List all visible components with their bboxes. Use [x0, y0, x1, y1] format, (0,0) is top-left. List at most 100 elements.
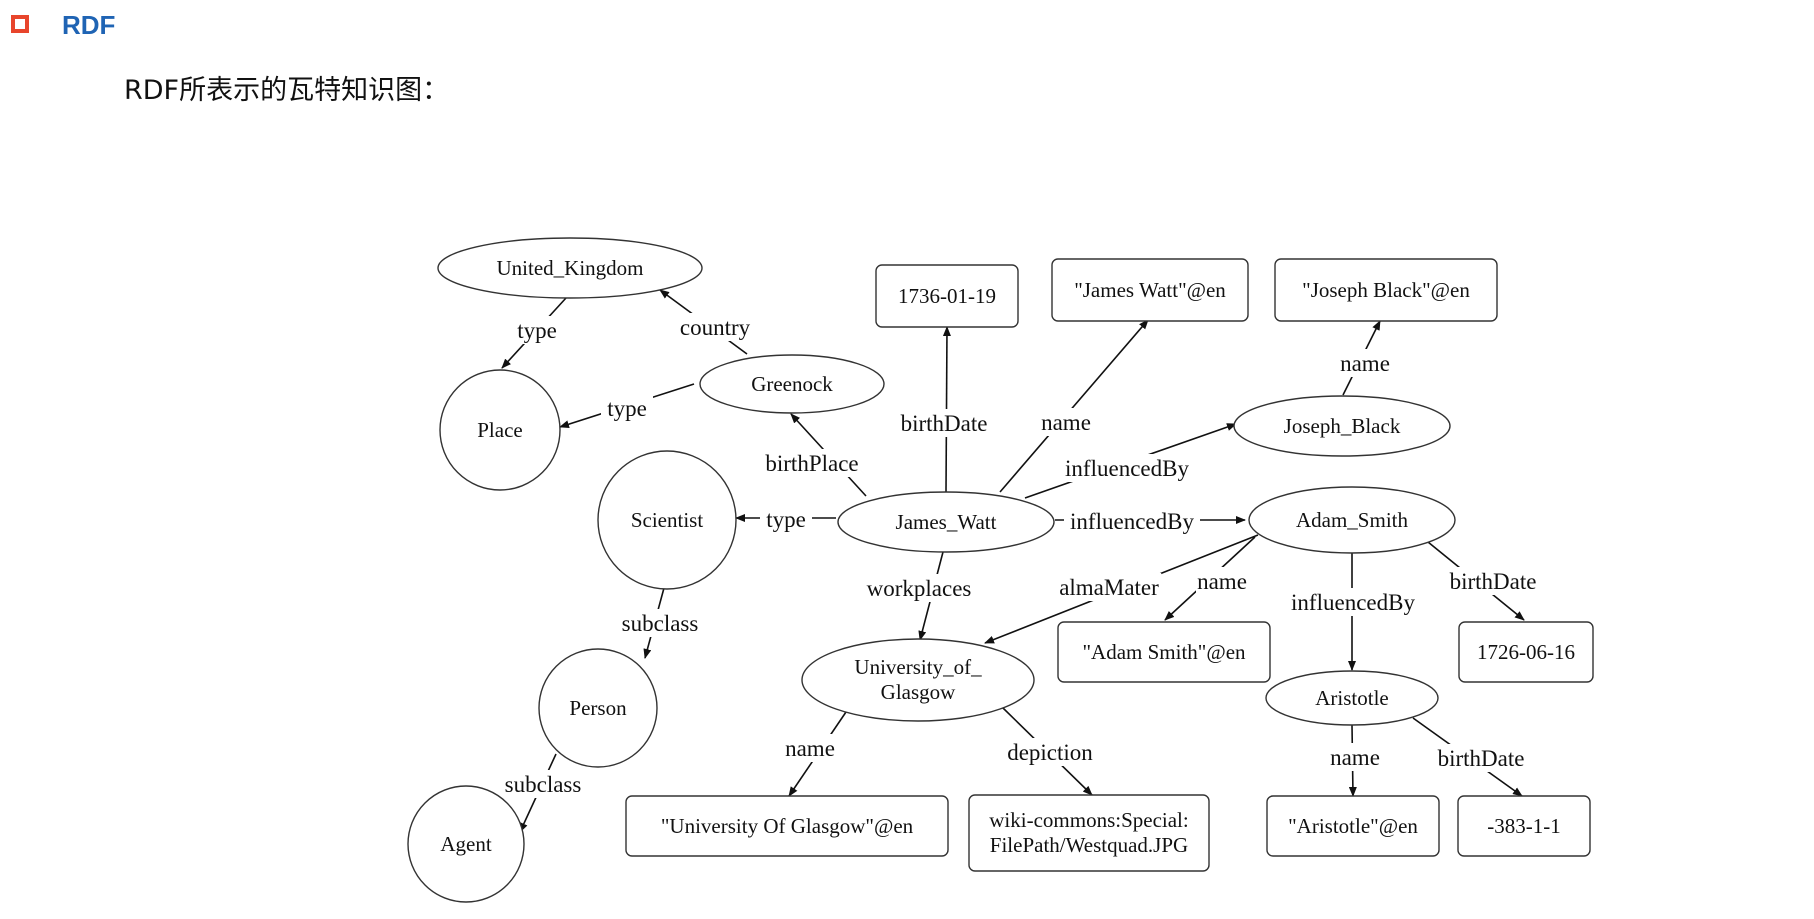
node-label: Aristotle: [1315, 686, 1389, 710]
edge-united_kingdom-to-place: type: [501, 297, 567, 369]
node-box: [1051, 258, 1249, 322]
node-box: [1274, 258, 1498, 322]
node-person: Person: [538, 648, 658, 768]
node-adam-smith: Adam_Smith: [1248, 486, 1456, 554]
edge-label: type: [766, 507, 806, 532]
edge-label-background: [891, 409, 997, 437]
edge-label-background: [1428, 744, 1534, 772]
node-label: -383-1-1: [1487, 814, 1560, 838]
section-title: RDF: [62, 10, 116, 40]
edge-adam_smith-to-glasgow: almaMater: [984, 534, 1259, 644]
node-glasgow: University_of_Glasgow: [801, 638, 1035, 722]
edge-label: name: [1330, 745, 1380, 770]
edge-james_watt-to-greenock: birthPlace: [754, 413, 870, 497]
edge-label: influencedBy: [1291, 590, 1415, 615]
edge-aristotle-to-date_383: birthDate: [1412, 717, 1534, 797]
edge-label: workplaces: [867, 576, 972, 601]
edge-scientist-to-person: subclass: [613, 587, 707, 659]
node-label: Person: [569, 696, 627, 720]
node-label: Place: [477, 418, 522, 442]
edge-label: name: [1041, 410, 1091, 435]
node-aristotle: Aristotle: [1265, 670, 1439, 726]
edge-label-background: [997, 738, 1103, 766]
node-james-watt: James_Watt: [837, 491, 1055, 553]
node-box: [968, 794, 1210, 872]
edge-glasgow-to-glasgow_name: name: [784, 711, 847, 797]
edge-glasgow-to-westquad: depiction: [997, 707, 1103, 796]
edge-label-background: [1440, 567, 1546, 595]
node-ellipse: [1233, 395, 1451, 457]
node-box: [875, 264, 1019, 328]
node-scientist: Scientist: [597, 450, 737, 590]
node-ellipse: [837, 491, 1055, 553]
node-label: "Aristotle"@en: [1288, 814, 1418, 838]
edge-arrow: [999, 319, 1149, 493]
node-ellipse: [1248, 486, 1456, 554]
node-box: [1458, 621, 1594, 683]
edge-greenock-to-united_kingdom: country: [659, 289, 757, 355]
node-date-383: -383-1-1: [1457, 795, 1591, 857]
edge-joseph_black-to-joseph_black_name: name: [1339, 320, 1391, 396]
edge-label: almaMater: [1059, 575, 1159, 600]
edge-label-background: [784, 734, 836, 762]
node-circle: [597, 450, 737, 590]
node-place: Place: [439, 369, 561, 491]
edge-james_watt-to-james_watt_name: name: [999, 319, 1149, 493]
node-label: University_of_Glasgow: [854, 655, 982, 704]
node-circle: [439, 369, 561, 491]
edge-adam_smith-to-aristotle: influencedBy: [1285, 553, 1421, 671]
edge-label-background: [754, 449, 870, 477]
node-label: James_Watt: [896, 510, 997, 534]
node-label: wiki-commons:Special:FilePath/Westquad.J…: [989, 808, 1188, 857]
edge-label: influencedBy: [1070, 509, 1194, 534]
edge-label: birthDate: [1450, 569, 1537, 594]
edge-label: depiction: [1007, 740, 1093, 765]
edge-label: birthDate: [901, 411, 988, 436]
node-circle: [407, 785, 525, 903]
node-ellipse: [1265, 670, 1439, 726]
edge-label-background: [760, 505, 812, 533]
edge-james_watt-to-joseph_black: influencedBy: [1024, 423, 1237, 499]
node-james-watt-name: "James Watt"@en: [1051, 258, 1249, 322]
edge-adam_smith-to-adam_smith_name: name: [1164, 536, 1256, 621]
edge-label-background: [673, 313, 757, 341]
edge-james_watt-to-scientist: type: [735, 505, 836, 533]
edge-label: influencedBy: [1065, 456, 1189, 481]
edge-james_watt-to-date_1736: birthDate: [891, 326, 997, 493]
node-box: [625, 795, 949, 857]
node-greenock: Greenock: [699, 354, 885, 414]
edge-label: name: [1340, 351, 1390, 376]
edge-label: type: [517, 318, 557, 343]
node-date-1736: 1736-01-19: [875, 264, 1019, 328]
node-label: "Adam Smith"@en: [1082, 640, 1246, 664]
edge-label: name: [785, 736, 835, 761]
node-label: Joseph_Black: [1284, 414, 1401, 438]
edge-aristotle-to-aristotle_name: name: [1329, 724, 1381, 797]
node-label: Greenock: [751, 372, 833, 396]
edge-james_watt-to-glasgow: workplaces: [861, 551, 977, 641]
node-ellipse: [801, 638, 1035, 722]
node-label: 1726-06-16: [1477, 640, 1575, 664]
node-aristotle-name: "Aristotle"@en: [1266, 795, 1440, 857]
edge-label-background: [1059, 454, 1195, 482]
node-label: "James Watt"@en: [1074, 278, 1226, 302]
edge-label-background: [1329, 743, 1381, 771]
node-westquad: wiki-commons:Special:FilePath/Westquad.J…: [968, 794, 1210, 872]
edge-label: type: [607, 396, 647, 421]
node-circle: [538, 648, 658, 768]
square-bullet-icon: [11, 15, 29, 33]
node-label: Adam_Smith: [1296, 508, 1409, 532]
edge-label-background: [1056, 573, 1162, 601]
node-label: "Joseph Black"@en: [1302, 278, 1470, 302]
node-label: Scientist: [631, 508, 703, 532]
edge-label-background: [511, 316, 563, 344]
slide-subtitle: RDF所表示的瓦特知识图：: [124, 75, 450, 106]
edge-label: birthDate: [1438, 746, 1525, 771]
node-glasgow-name: "University Of Glasgow"@en: [625, 795, 949, 857]
edge-label-background: [496, 770, 590, 798]
edge-label-background: [613, 609, 707, 637]
edge-label-background: [601, 394, 653, 422]
edge-james_watt-to-adam_smith: influencedBy: [1055, 507, 1246, 535]
edge-label: subclass: [505, 772, 582, 797]
